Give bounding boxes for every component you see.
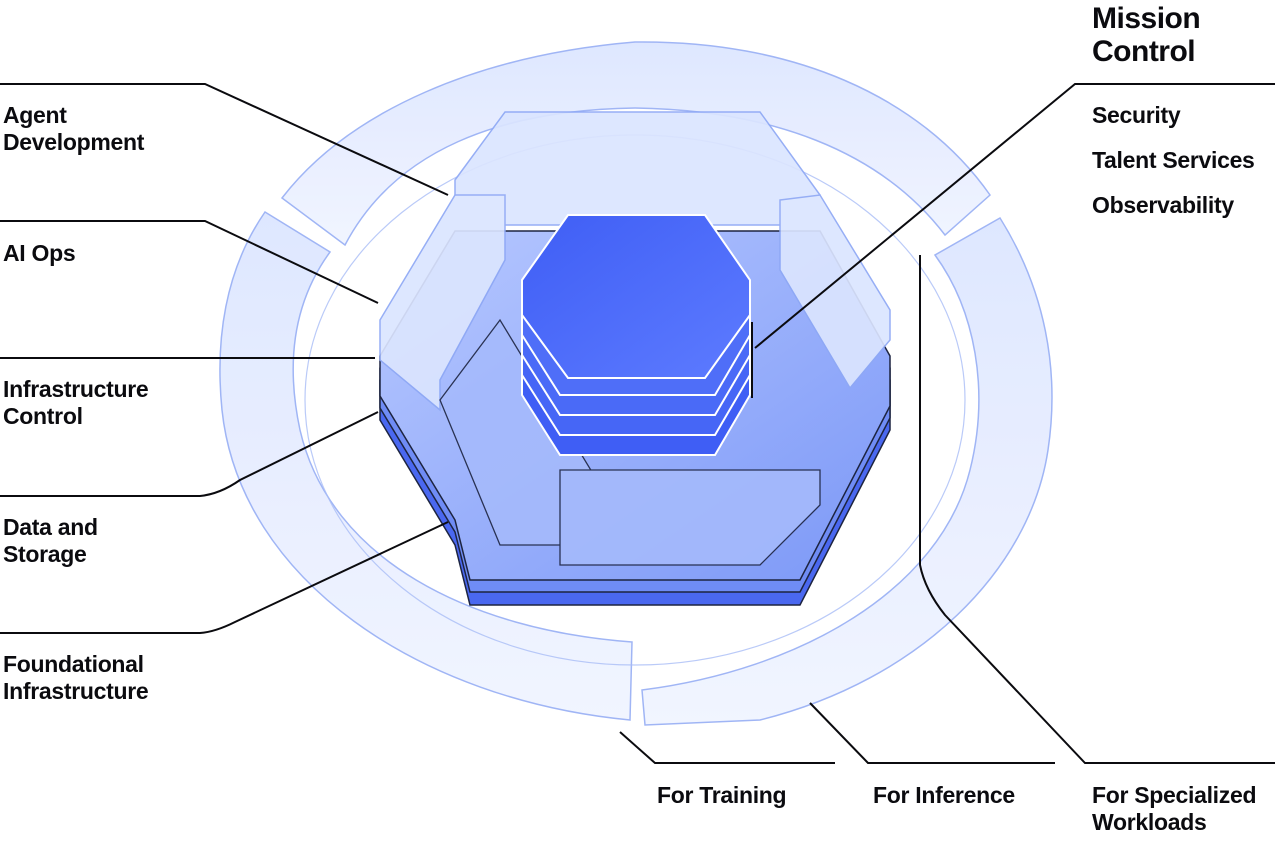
label-for-training: For Training [657,782,787,808]
label-for-inference: For Inference [873,782,1015,808]
outer-ring [219,41,1053,726]
label-data-and-storage: Data and Storage [3,514,98,567]
ring-segment-left [219,210,633,721]
leader-lines [0,83,1275,764]
leader-for-specialized [919,255,1275,764]
leader-mission-control [754,83,1275,349]
light-band-upper [379,111,891,412]
label-foundational-infrastructure: Foundational Infrastructure [3,651,149,704]
leader-for-inference [809,702,1055,764]
leader-ai-ops [0,220,379,304]
diagram-title: Mission Control [1092,2,1201,68]
leader-foundational-infrastructure [0,521,449,634]
leader-for-training [619,731,835,764]
label-for-specialized-workloads: For Specialized Workloads [1092,782,1257,835]
label-talent-services: Talent Services [1092,147,1255,173]
label-agent-development: Agent Development [3,102,145,155]
leader-agent-development [0,83,449,196]
label-ai-ops: AI Ops [3,240,76,266]
ring-segment-right [641,216,1053,726]
label-infrastructure-control: Infrastructure Control [3,376,149,429]
label-security: Security [1092,102,1181,128]
leader-data-and-storage [0,411,379,497]
label-observability: Observability [1092,192,1234,218]
core-stack [521,214,751,456]
light-band-lower [439,318,821,566]
